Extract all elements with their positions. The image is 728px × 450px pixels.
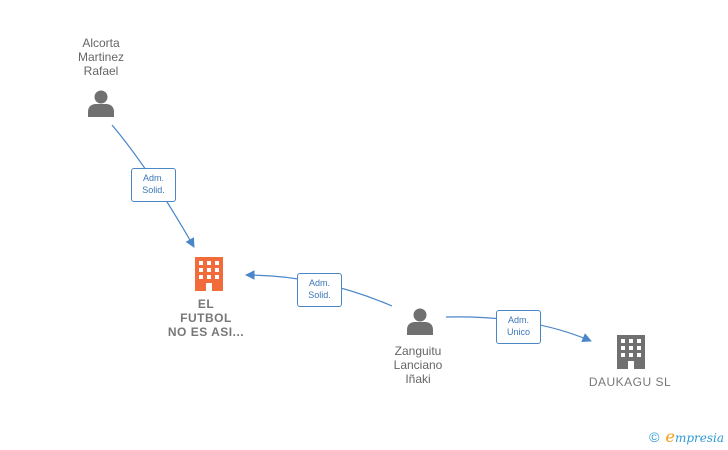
building-icon[interactable] — [617, 335, 645, 369]
brand-rest: mpresia — [674, 431, 724, 445]
node-label-line: FUTBOL — [180, 311, 232, 325]
brand-first-letter: e — [665, 427, 675, 446]
edge-label-line: Adm. — [308, 278, 330, 288]
node-label-line: NO ES ASI... — [167, 325, 245, 339]
person-icon[interactable] — [88, 90, 114, 118]
node-label-line: Martinez — [77, 50, 124, 64]
footer-brand: © empresia — [649, 427, 724, 446]
node-label-futbol[interactable]: EL FUTBOL NO ES ASI... — [156, 297, 256, 339]
copyright-icon: © — [649, 428, 660, 445]
edge-label-zanguitu-futbol[interactable]: Adm. Solid. — [297, 273, 342, 307]
node-label-line: Rafael — [83, 64, 119, 78]
edge-label-line: Adm. — [142, 173, 164, 183]
node-label-line: DAUKAGU SL — [588, 375, 672, 389]
node-label-line: Iñaki — [405, 372, 431, 386]
node-label-daukagu[interactable]: DAUKAGU SL — [578, 375, 682, 389]
empresia-logo[interactable]: empresia — [665, 427, 724, 446]
node-label-alcorta[interactable]: Alcorta Martinez Rafael — [62, 36, 140, 78]
edge-label-zanguitu-daukagu[interactable]: Adm. Unico — [496, 310, 541, 344]
edge-label-line: Unico — [506, 327, 530, 337]
building-icon[interactable] — [195, 257, 223, 291]
node-label-line: Alcorta — [82, 36, 120, 50]
node-label-line: Zanguitu — [394, 344, 442, 358]
edge-label-line: Solid. — [142, 185, 165, 195]
edge-label-alcorta-futbol[interactable]: Adm. Solid. — [131, 168, 176, 202]
person-icon[interactable] — [407, 308, 433, 336]
edge-label-line: Solid. — [308, 290, 331, 300]
node-label-line: Lanciano — [393, 358, 443, 372]
node-label-line: EL — [197, 297, 215, 311]
node-label-zanguitu[interactable]: Zanguitu Lanciano Iñaki — [378, 344, 458, 386]
edge-label-line: Adm. — [507, 315, 529, 325]
